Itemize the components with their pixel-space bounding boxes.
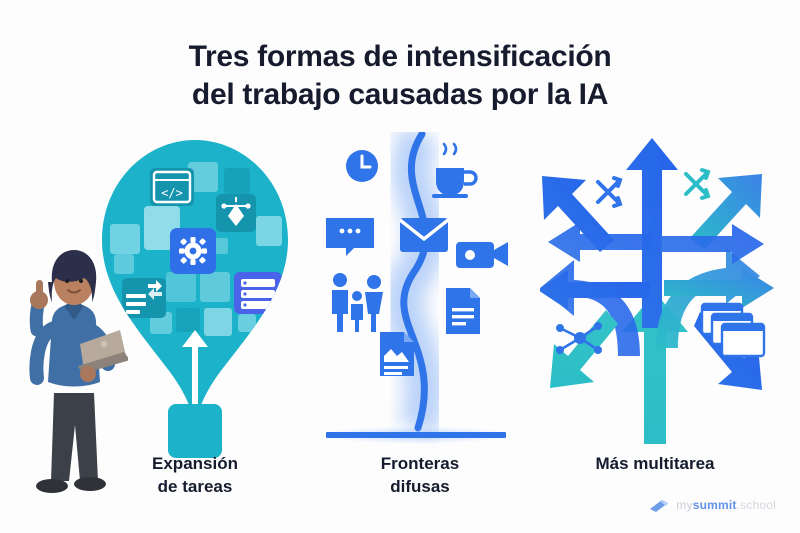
balloon-basket [168, 404, 222, 458]
chat-mail-icon [326, 218, 374, 256]
caption-expansion: Expansión de tareas [65, 453, 325, 499]
watermark-suffix: .school [736, 498, 776, 512]
column-expansion: </> [88, 132, 303, 462]
arrow-diag-upleft [542, 176, 614, 252]
arrow-left-upper [548, 222, 652, 262]
coffee-cup-icon [432, 142, 478, 198]
avatar [29, 250, 128, 493]
caption-multitarea-line-1: Más multitarea [595, 454, 715, 473]
caption-expansion-line-1: Expansión [152, 454, 238, 473]
boundary-line [400, 130, 430, 432]
arrows-illustration [538, 138, 774, 444]
watermark-text: mysummit.school [676, 498, 776, 512]
arrow-branch-right [656, 248, 760, 348]
watermark-brand: summit [692, 498, 737, 512]
document-text-icon [446, 288, 480, 334]
arrow-diag-upright [690, 174, 762, 250]
server-stack-icon [234, 272, 282, 314]
shuffle-icon [684, 168, 711, 200]
svg-text:</>: </> [161, 186, 183, 200]
balloon-illustration: </> [102, 140, 288, 458]
caption-multitarea: Más multitarea [525, 453, 785, 476]
watermark-prefix: my [676, 498, 693, 512]
envelope-icon [398, 218, 450, 252]
title-line-1: Tres formas de intensificación [188, 40, 612, 73]
arrow-up-tall [626, 138, 678, 328]
arrow-left-lower [538, 270, 650, 310]
caption-fronteras-line-2: difusas [390, 476, 450, 496]
pen-tool-icon [216, 194, 256, 232]
column-multitarea [538, 132, 785, 462]
caption-expansion-line-2: de tareas [157, 476, 233, 496]
caption-fronteras-line-1: Fronteras [380, 454, 460, 473]
arrow-right-upper [660, 224, 764, 264]
document-image-icon [380, 332, 414, 376]
shuffle-icon [596, 176, 623, 208]
family-icon [332, 273, 383, 332]
clock-icon [346, 150, 378, 182]
page-title: Tres formas de intensificación del traba… [0, 38, 800, 115]
code-window-icon: </> [150, 168, 194, 206]
balloon-up-arrow [182, 330, 208, 408]
network-node-icon [556, 322, 602, 354]
boundary-illustration [326, 123, 508, 435]
telescope-icon [650, 500, 669, 512]
column-fronteras [318, 123, 518, 462]
arrow-right-lower [664, 268, 774, 308]
boundary-baseline [326, 432, 506, 438]
transfer-icon [122, 278, 166, 318]
video-camera-icon [456, 242, 508, 268]
watermark[interactable]: mysummit.school [648, 497, 776, 513]
caption-fronteras: Fronteras difusas [290, 453, 550, 499]
gear-icon [170, 228, 216, 274]
arrow-diag-downleft [550, 310, 618, 388]
title-line-2: del trabajo causadas por la IA [191, 78, 609, 112]
window-stack-icon [700, 302, 766, 358]
